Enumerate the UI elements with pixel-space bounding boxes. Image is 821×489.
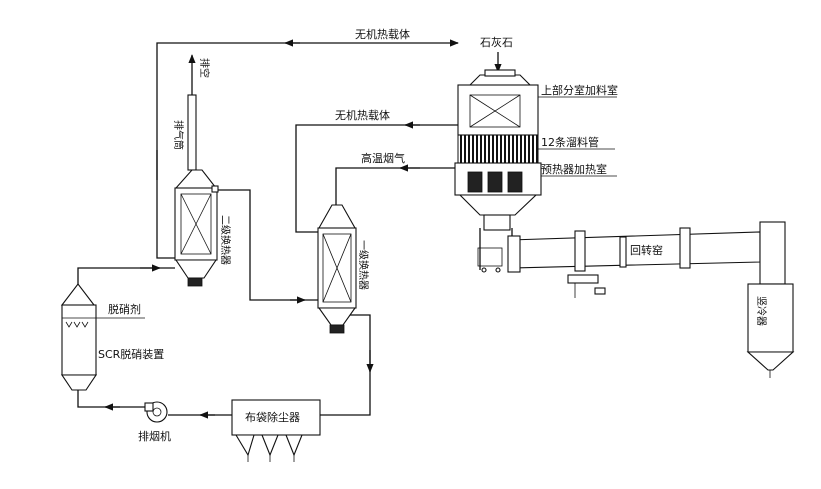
label-hx-primary: 一级换热器 [357, 240, 370, 290]
label-scr-device: SCR脱硝装置 [98, 347, 164, 361]
exhaust-stack [187, 54, 197, 171]
label-bag-filter: 布袋除尘器 [245, 410, 300, 424]
label-hx-secondary: 二级换热器 [219, 215, 232, 265]
label-rotary-kiln: 回转窑 [630, 243, 663, 257]
label-heating-chamber: 预热器加热室 [541, 162, 607, 176]
label-upper-feed-chamber: 上部分室加料室 [541, 83, 618, 97]
fan-to-scr [77, 385, 145, 408]
label-denitration-agent: 脱硝剂 [108, 302, 141, 316]
primary-heat-exchanger [317, 204, 357, 334]
secondary-heat-exchanger [174, 169, 219, 287]
label-flue-gas: 高温烟气 [361, 151, 405, 165]
hx2-to-hx1 [212, 189, 318, 301]
scr-device [60, 283, 98, 391]
label-carrier-top: 无机热载体 [355, 27, 410, 41]
bag-filter [231, 399, 321, 462]
preheater [454, 69, 542, 273]
label-limestone: 石灰石 [480, 35, 513, 49]
label-exhaust-stack: 排气筒 [172, 120, 185, 150]
flue-gas-line [335, 167, 455, 205]
flow-lines [77, 39, 502, 419]
rotary-kiln [507, 227, 761, 298]
scr-to-hx2 [77, 267, 175, 285]
hx1-to-bagfilter [320, 314, 371, 416]
vertical-cooler [746, 221, 795, 378]
labels: 无机热载体 石灰石 上部分室加料室 无机热载体 12条溜料管 高温烟气 预热器加… [98, 27, 768, 443]
label-carrier-mid: 无机热载体 [335, 108, 390, 122]
carrier-return-line-mid [295, 124, 458, 233]
label-exhaust: 排空 [198, 58, 211, 78]
label-exhaust-fan: 排烟机 [138, 429, 171, 443]
label-vertical-cooler: 竖冷器 [755, 296, 768, 326]
exhaust-fan [144, 401, 168, 423]
label-chute-pipes: 12条溜料管 [541, 135, 599, 149]
